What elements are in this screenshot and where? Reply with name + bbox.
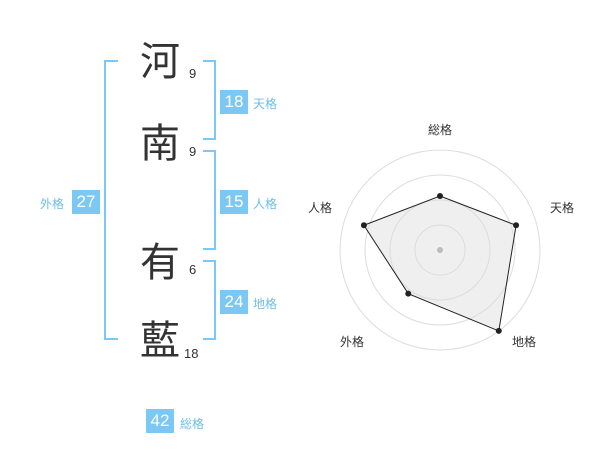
name-char-3: 有 — [140, 240, 180, 286]
radar-rings — [339, 149, 541, 351]
radar-chart: 総格 天格 地格 外格 人格 — [308, 122, 574, 351]
axis-label-tenkaku: 天格 — [550, 200, 574, 215]
radar-ring-2 — [389, 199, 491, 301]
radar-point-2 — [495, 327, 502, 334]
stroke-count-1: 9 — [189, 66, 197, 81]
jinkaku-bracket — [203, 150, 216, 250]
radar-center-dot — [437, 247, 443, 253]
gaikaku-label: 外格 — [40, 197, 65, 211]
soukaku-label: 総格 — [180, 417, 205, 431]
gaikaku-bracket — [104, 60, 118, 340]
stroke-count-2: 9 — [189, 144, 197, 159]
radar-ring-4 — [339, 149, 541, 351]
name-char-1: 河 — [140, 39, 180, 85]
axis-label-gaikaku: 外格 — [340, 334, 364, 349]
radar-point-1 — [513, 222, 520, 229]
tenkaku-bracket — [203, 60, 216, 140]
axis-label-soukaku: 総格 — [428, 122, 452, 137]
axis-label-chikaku: 地格 — [512, 334, 536, 349]
gaikaku-value: 27 — [72, 190, 100, 214]
radar-polygon — [363, 195, 517, 332]
name-char-4: 藍 — [140, 318, 180, 364]
radar-point-3 — [405, 290, 412, 297]
axis-label-jinkaku: 人格 — [308, 200, 332, 215]
jinkaku-label: 人格 — [253, 197, 278, 211]
radar-points — [360, 193, 520, 334]
radar-point-0 — [437, 193, 443, 199]
soukaku-value: 42 — [146, 409, 174, 433]
stroke-count-3: 6 — [189, 262, 197, 277]
chikaku-value: 24 — [220, 290, 248, 314]
name-char-2: 南 — [140, 121, 180, 167]
chikaku-label: 地格 — [253, 297, 278, 311]
chikaku-bracket — [203, 260, 216, 340]
radar-point-4 — [360, 222, 367, 229]
radar-ring-1 — [414, 224, 466, 276]
jinkaku-value: 15 — [220, 190, 248, 214]
radar-ring-3 — [364, 174, 516, 326]
stroke-count-4: 18 — [184, 346, 199, 361]
tenkaku-value: 18 — [220, 90, 248, 114]
tenkaku-label: 天格 — [253, 97, 278, 111]
